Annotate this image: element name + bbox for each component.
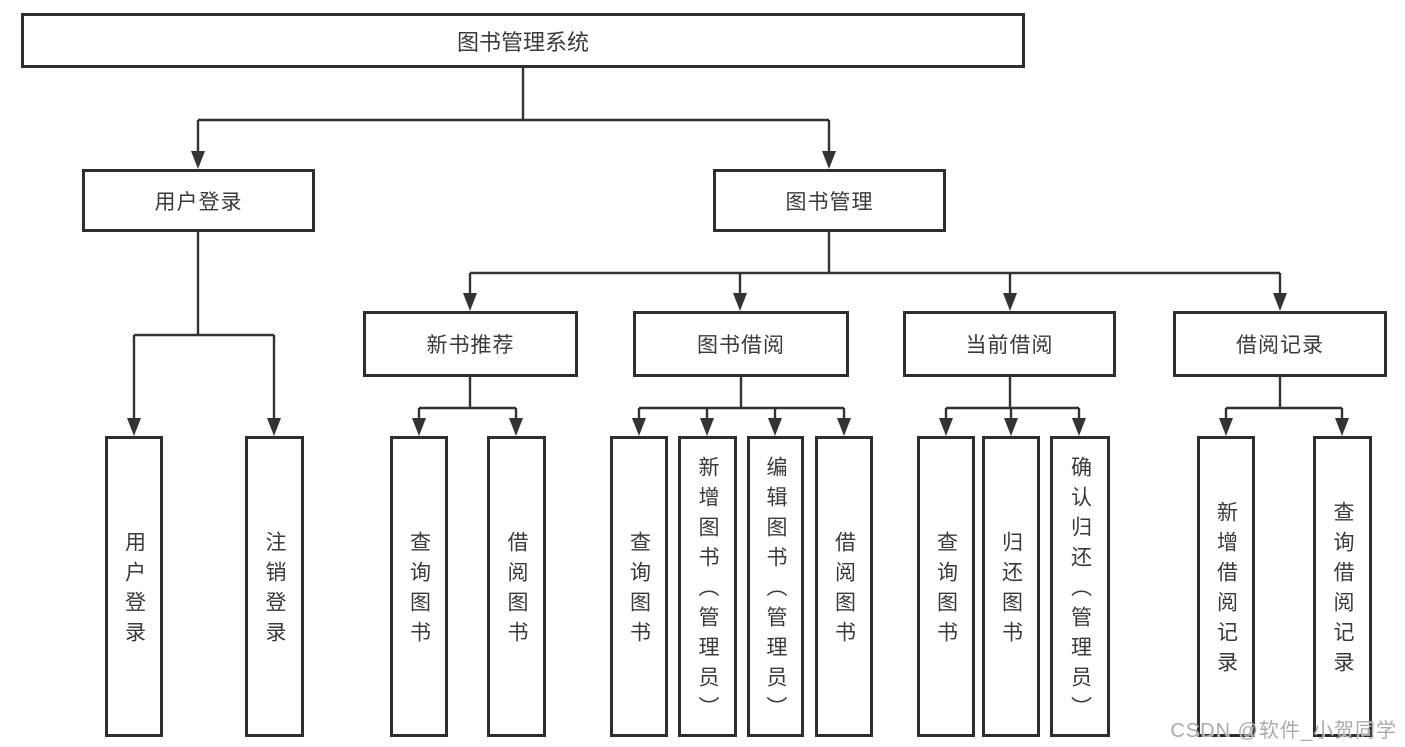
node-root-library-system: 图书管理系统 <box>21 13 1025 68</box>
csdn-watermark: CSDN @软件_小贺同学 <box>1170 720 1397 742</box>
node-book-management: 图书管理 <box>713 169 946 232</box>
leaf-borrow-book-recommend: 借阅图书 <box>487 436 546 737</box>
node-book-borrow: 图书借阅 <box>633 311 849 377</box>
leaf-query-book-borrow: 查询图书 <box>610 436 668 737</box>
leaf-logout: 注销登录 <box>245 436 304 737</box>
leaf-query-book-recommend: 查询图书 <box>390 436 448 737</box>
node-user-login: 用户登录 <box>82 169 315 232</box>
leaf-confirm-return-admin: 确认归还（管理员） <box>1050 436 1110 737</box>
leaf-user-login: 用户登录 <box>105 436 163 737</box>
leaf-borrow-book: 借阅图书 <box>815 436 873 737</box>
leaf-edit-book-admin: 编辑图书（管理员） <box>747 436 804 737</box>
leaf-return-book: 归还图书 <box>982 436 1040 737</box>
leaf-add-borrow-record: 新增借阅记录 <box>1197 436 1255 737</box>
node-new-book-recommend: 新书推荐 <box>363 311 578 377</box>
node-current-borrow: 当前借阅 <box>903 311 1116 377</box>
node-borrow-records: 借阅记录 <box>1173 311 1387 377</box>
leaf-query-book-current: 查询图书 <box>917 436 975 737</box>
leaf-add-book-admin: 新增图书（管理员） <box>678 436 737 737</box>
leaf-query-borrow-record: 查询借阅记录 <box>1313 436 1372 737</box>
